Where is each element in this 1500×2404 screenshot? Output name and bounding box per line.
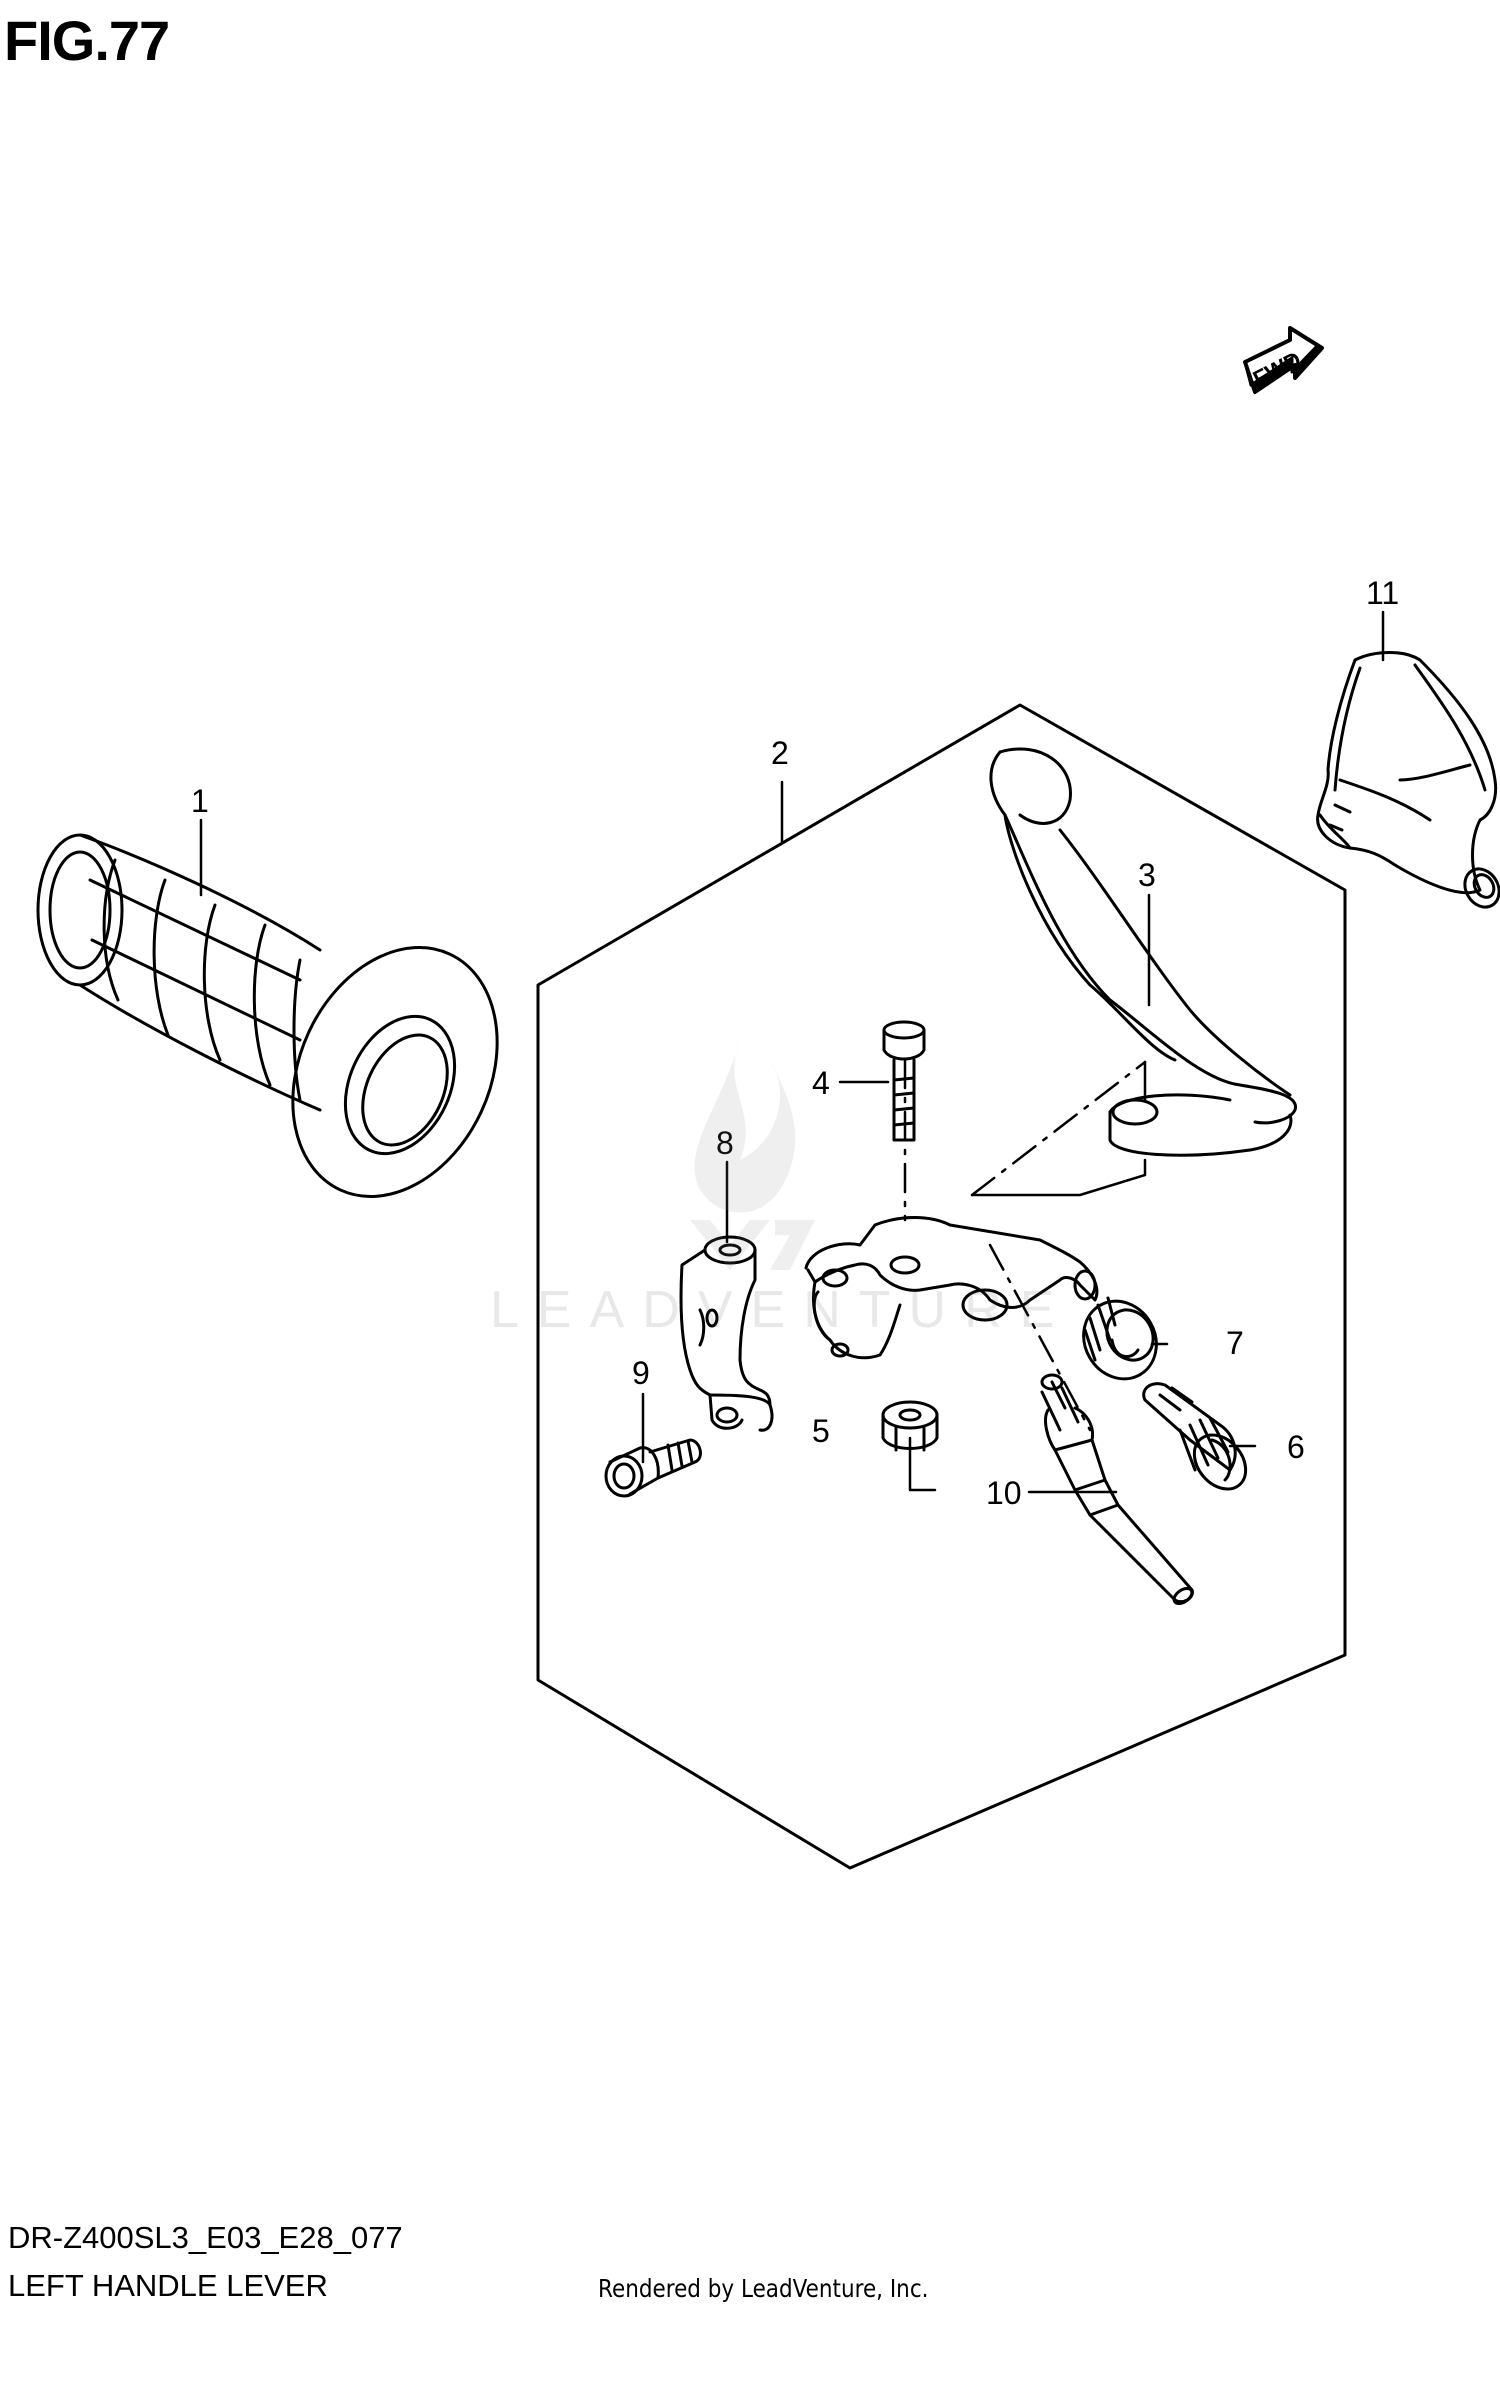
callout-9: 9 [632, 1355, 650, 1391]
pivot-bolt-part [882, 1020, 926, 1142]
callout-6: 6 [1287, 1429, 1305, 1465]
adjuster-bolt-part [1142, 1382, 1248, 1491]
leader-lines [199, 610, 1385, 1494]
adjuster-lock-nut-part [1082, 1296, 1158, 1381]
callout-10: 10 [986, 1475, 1022, 1511]
callout-2: 2 [771, 735, 789, 771]
lever-holder-part [804, 1216, 1099, 1360]
assembly-boundary [536, 703, 1347, 1870]
section-name: LEFT HANDLE LEVER [8, 2268, 328, 2303]
lever-cover-part [1316, 651, 1500, 909]
figure-title: FIG.77 [4, 9, 170, 72]
callout-labels: 1 2 3 4 5 6 7 8 9 10 11 [191, 575, 1399, 1511]
callout-11: 11 [1366, 575, 1399, 611]
clamp-bolt-part [604, 1438, 702, 1498]
callout-7: 7 [1226, 1325, 1244, 1361]
callout-3: 3 [1138, 857, 1156, 893]
callout-1: 1 [191, 783, 209, 819]
callout-5: 5 [812, 1413, 830, 1449]
callout-8: 8 [716, 1125, 734, 1161]
fwd-direction-badge: FWD [1243, 326, 1324, 394]
holder-clamp-part [679, 1235, 774, 1432]
pivot-bracket-lines [970, 1060, 1147, 1197]
clutch-lever-part [989, 747, 1297, 1157]
clutch-cable-part [1040, 1373, 1194, 1606]
render-credit: Rendered by LeadVenture, Inc. [598, 2274, 929, 2303]
callout-4: 4 [812, 1065, 830, 1101]
model-code: DR-Z400SL3_E03_E28_077 [8, 2220, 403, 2255]
handlebar-grip-part [36, 833, 499, 1198]
